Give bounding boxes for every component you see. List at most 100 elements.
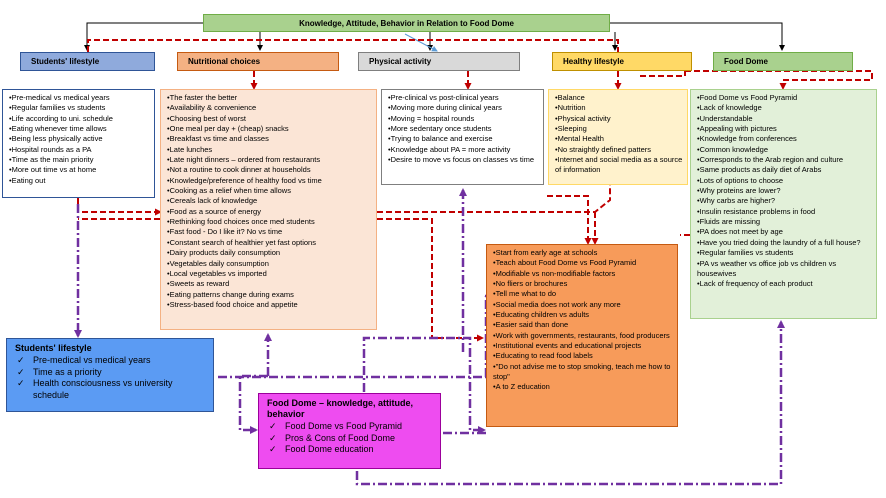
diagram-title: Knowledge, Attitude, Behavior in Relatio… bbox=[203, 14, 610, 32]
list-item: Constant search of healthier yet fast op… bbox=[167, 238, 372, 248]
list-item: Pre-medical vs medical years bbox=[9, 93, 150, 103]
list-item: Fast food - Do I like it? No vs time bbox=[167, 227, 372, 237]
panel-recommendations: Start from early age at schoolsTeach abo… bbox=[486, 244, 678, 427]
summary-food-dome: Food Dome – knowledge, attitude, behavio… bbox=[258, 393, 441, 469]
list-item: Lack of knowledge bbox=[697, 103, 872, 113]
list-item: Have you tried doing the laundry of a fu… bbox=[697, 238, 872, 248]
list-item: Moving = hospital rounds bbox=[388, 114, 539, 124]
list-item: Corresponds to the Arab region and cultu… bbox=[697, 155, 872, 165]
list-item: Pre-medical vs medical years bbox=[15, 355, 207, 367]
list-item: Eating patterns change during exams bbox=[167, 290, 372, 300]
list-item: Food as a source of energy bbox=[167, 207, 372, 217]
list-item: Why carbs are higher? bbox=[697, 196, 872, 206]
list-item: Eating whenever time allows bbox=[9, 124, 150, 134]
category-physical-activity: Physical activity bbox=[358, 52, 520, 71]
list-item: Breakfast vs time and classes bbox=[167, 134, 372, 144]
list-item: Cereals lack of knowledge bbox=[167, 196, 372, 206]
summary-students-title: Students' lifestyle bbox=[15, 343, 92, 353]
list-item: More sedentary once students bbox=[388, 124, 539, 134]
list-item: Why proteins are lower? bbox=[697, 186, 872, 196]
list-item: Start from early age at schools bbox=[493, 248, 673, 258]
list-item: Educating to read food labels bbox=[493, 351, 673, 361]
list-item: Food Dome education bbox=[267, 444, 434, 456]
list-item: Internet and social media as a source of… bbox=[555, 155, 683, 176]
list-item: Pre-clinical vs post-clinical years bbox=[388, 93, 539, 103]
panel-nutritional-choices: The faster the betterAvailability & conv… bbox=[160, 89, 377, 330]
nutritional-choices-list: The faster the betterAvailability & conv… bbox=[161, 90, 376, 310]
list-item: Lots of options to choose bbox=[697, 176, 872, 186]
summary-food-dome-title: Food Dome – knowledge, attitude, behavio… bbox=[267, 398, 414, 419]
list-item: Understandable bbox=[697, 114, 872, 124]
list-item: Hospital rounds as a PA bbox=[9, 145, 150, 155]
list-item: Availability & convenience bbox=[167, 103, 372, 113]
list-item: Desire to move vs focus on classes vs ti… bbox=[388, 155, 539, 165]
category-healthy-lifestyle: Healthy lifestyle bbox=[552, 52, 692, 71]
list-item: More out time vs at home bbox=[9, 165, 150, 175]
list-item: Physical activity bbox=[555, 114, 683, 124]
list-item: Educating children vs adults bbox=[493, 310, 673, 320]
physical-activity-list: Pre-clinical vs post-clinical yearsMovin… bbox=[382, 90, 543, 165]
list-item: Moving more during clinical years bbox=[388, 103, 539, 113]
list-item: Institutional events and educational pro… bbox=[493, 341, 673, 351]
list-item: "Do not advise me to stop smoking, teach… bbox=[493, 362, 673, 383]
recommendations-list: Start from early age at schoolsTeach abo… bbox=[487, 245, 677, 393]
list-item: Regular families vs students bbox=[9, 103, 150, 113]
list-item: Late night dinners – ordered from restau… bbox=[167, 155, 372, 165]
panel-students-lifestyle: Pre-medical vs medical yearsRegular fami… bbox=[2, 89, 155, 198]
list-item: Balance bbox=[555, 93, 683, 103]
panel-healthy-lifestyle: BalanceNutritionPhysical activitySleepin… bbox=[548, 89, 688, 185]
list-item: Fluids are missing bbox=[697, 217, 872, 227]
food-dome-list: Food Dome vs Food PyramidLack of knowled… bbox=[691, 90, 876, 290]
list-item: Health consciousness vs university sched… bbox=[15, 378, 207, 401]
list-item: Knowledge from conferences bbox=[697, 134, 872, 144]
list-item: Nutrition bbox=[555, 103, 683, 113]
list-item: Knowledge/preference of healthy food vs … bbox=[167, 176, 372, 186]
list-item: Being less physically active bbox=[9, 134, 150, 144]
list-item: The faster the better bbox=[167, 93, 372, 103]
list-item: Tell me what to do bbox=[493, 289, 673, 299]
list-item: Work with governments, restaurants, food… bbox=[493, 331, 673, 341]
list-item: Modifiable vs non-modifiable factors bbox=[493, 269, 673, 279]
list-item: Insulin resistance problems in food bbox=[697, 207, 872, 217]
category-food-dome: Food Dome bbox=[713, 52, 853, 71]
list-item: Food Dome vs Food Pyramid bbox=[267, 421, 434, 433]
list-item: Eating out bbox=[9, 176, 150, 186]
list-item: Teach about Food Dome vs Food Pyramid bbox=[493, 258, 673, 268]
list-item: Local vegetables vs imported bbox=[167, 269, 372, 279]
list-item: Regular families vs students bbox=[697, 248, 872, 258]
list-item: Lack of frequency of each product bbox=[697, 279, 872, 289]
thin-blue-connector bbox=[404, 33, 438, 52]
list-item: Common knowledge bbox=[697, 145, 872, 155]
list-item: Same products as daily diet of Arabs bbox=[697, 165, 872, 175]
list-item: Life according to uni. schedule bbox=[9, 114, 150, 124]
list-item: Cooking as a relief when time allows bbox=[167, 186, 372, 196]
panel-food-dome: Food Dome vs Food PyramidLack of knowled… bbox=[690, 89, 877, 319]
list-item: Trying to balance and exercise bbox=[388, 134, 539, 144]
list-item: Appealing with pictures bbox=[697, 124, 872, 134]
list-item: Easier said than done bbox=[493, 320, 673, 330]
list-item: Time as the main priority bbox=[9, 155, 150, 165]
list-item: Mental Health bbox=[555, 134, 683, 144]
list-item: Food Dome vs Food Pyramid bbox=[697, 93, 872, 103]
list-item: Sleeping bbox=[555, 124, 683, 134]
list-item: A to Z education bbox=[493, 382, 673, 392]
summary-students-list: Pre-medical vs medical yearsTime as a pr… bbox=[7, 354, 213, 401]
healthy-lifestyle-list: BalanceNutritionPhysical activitySleepin… bbox=[549, 90, 687, 176]
list-item: PA does not meet by age bbox=[697, 227, 872, 237]
summary-food-dome-list: Food Dome vs Food PyramidPros & Cons of … bbox=[259, 420, 440, 456]
list-item: One meal per day + (cheap) snacks bbox=[167, 124, 372, 134]
category-students-lifestyle: Students' lifestyle bbox=[20, 52, 155, 71]
students-lifestyle-list: Pre-medical vs medical yearsRegular fami… bbox=[3, 90, 154, 186]
list-item: Dairy products daily consumption bbox=[167, 248, 372, 258]
list-item: No straightly defined patters bbox=[555, 145, 683, 155]
panel-physical-activity: Pre-clinical vs post-clinical yearsMovin… bbox=[381, 89, 544, 185]
list-item: Stress-based food choice and appetite bbox=[167, 300, 372, 310]
list-item: No fliers or brochures bbox=[493, 279, 673, 289]
category-nutritional-choices: Nutritional choices bbox=[177, 52, 339, 71]
list-item: Not a routine to cook dinner at househol… bbox=[167, 165, 372, 175]
list-item: Pros & Cons of Food Dome bbox=[267, 433, 434, 445]
list-item: Choosing best of worst bbox=[167, 114, 372, 124]
list-item: Knowledge about PA = more activity bbox=[388, 145, 539, 155]
list-item: PA vs weather vs office job vs children … bbox=[697, 259, 872, 280]
list-item: Late lunches bbox=[167, 145, 372, 155]
